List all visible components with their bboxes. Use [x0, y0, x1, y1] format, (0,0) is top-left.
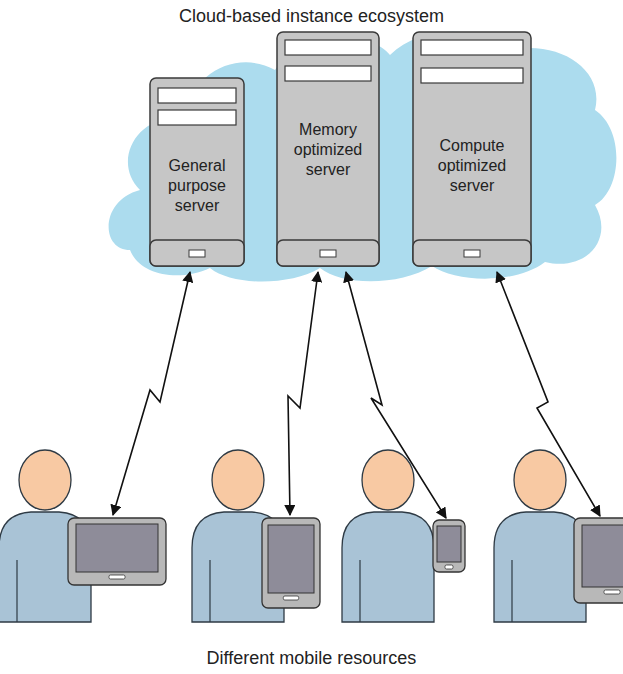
server-name: General purpose server	[155, 156, 239, 216]
cloud-shape	[109, 32, 617, 282]
server-base	[277, 240, 379, 266]
diagram-title: Cloud-based instance ecosystem	[0, 6, 623, 27]
device-button	[445, 565, 453, 569]
person-body	[342, 512, 434, 622]
person-body	[494, 512, 586, 622]
server-label-box: Memory optimized server	[279, 98, 377, 202]
device-button	[283, 596, 298, 600]
device-frame	[262, 518, 320, 608]
server-name: Memory optimized server	[282, 120, 374, 180]
server-graphics	[150, 32, 531, 266]
server-body	[150, 78, 244, 266]
device-button	[604, 590, 620, 594]
device-screen	[268, 525, 314, 593]
server-body	[413, 32, 531, 266]
user-graphics	[0, 450, 623, 622]
device-button	[109, 575, 125, 579]
device-screen	[76, 524, 158, 572]
drive-slot	[285, 40, 371, 55]
device-screen	[582, 525, 623, 587]
drive-slot	[421, 68, 523, 83]
server-label-box: Compute optimized server	[415, 118, 529, 214]
wireless-link	[497, 272, 600, 516]
person-arm	[209, 560, 210, 622]
person-arm	[16, 560, 17, 622]
person-head	[362, 450, 414, 510]
wireless-link	[346, 272, 446, 518]
person-arm	[359, 560, 360, 622]
person-head	[514, 450, 566, 510]
device-frame	[433, 520, 465, 572]
wireless-links	[113, 272, 600, 518]
person-head	[19, 450, 71, 510]
power-button	[464, 250, 480, 257]
drive-slot	[158, 88, 236, 103]
drive-slot	[285, 66, 371, 81]
power-button	[189, 250, 205, 257]
server-base	[150, 240, 244, 266]
device-screen	[437, 526, 461, 562]
diagram-caption: Different mobile resources	[0, 648, 623, 669]
drive-slot	[158, 110, 236, 125]
wireless-link	[113, 272, 190, 515]
device-frame	[574, 518, 623, 603]
server-name: Compute optimized server	[418, 136, 526, 196]
server-base	[413, 240, 531, 266]
server-label-box: General purpose server	[152, 140, 242, 232]
power-button	[320, 250, 336, 257]
person-head	[212, 450, 264, 510]
person-arm	[511, 560, 512, 622]
server-body	[277, 32, 379, 266]
drive-slot	[421, 40, 523, 55]
device-frame	[68, 518, 166, 585]
wireless-link	[288, 272, 318, 515]
